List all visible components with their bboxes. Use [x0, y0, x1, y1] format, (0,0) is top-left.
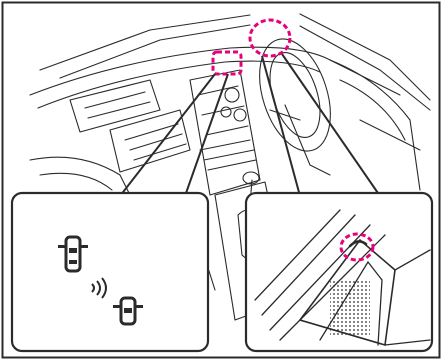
mirror-indicator-panel	[246, 193, 432, 351]
dashboard-indicator-panel	[12, 193, 208, 351]
speaker-grille	[330, 280, 370, 335]
